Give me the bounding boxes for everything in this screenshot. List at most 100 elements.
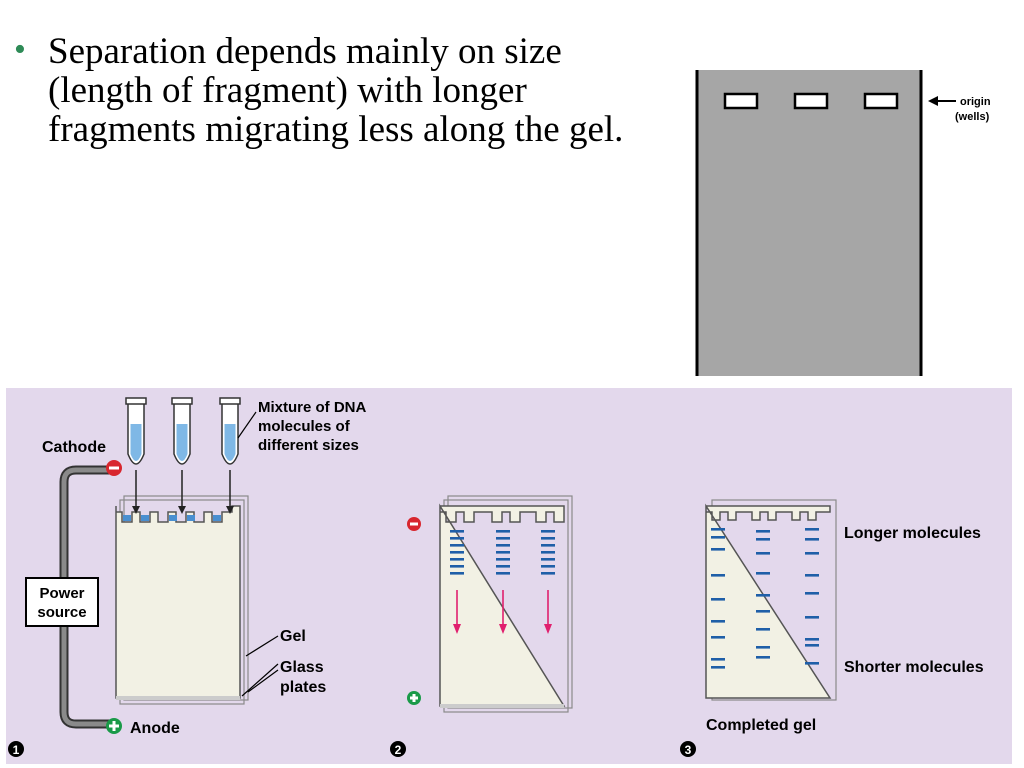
longer-molecules-label: Longer molecules bbox=[844, 525, 981, 542]
dna-band bbox=[496, 558, 510, 561]
completed-gel-label: Completed gel bbox=[706, 717, 816, 734]
dna-band bbox=[541, 565, 555, 568]
dna-band bbox=[711, 620, 725, 623]
glass-label-2: plates bbox=[280, 679, 326, 696]
arrow-left-icon bbox=[928, 96, 956, 106]
cathode-label: Cathode bbox=[42, 439, 106, 456]
anode-label: Anode bbox=[130, 720, 180, 737]
dna-band bbox=[805, 644, 819, 647]
glass-label-1: Glass bbox=[280, 659, 324, 676]
step-3: Longer molecules Shorter molecules Compl… bbox=[680, 499, 984, 757]
dna-band bbox=[496, 565, 510, 568]
glass-leader-2 bbox=[247, 669, 279, 693]
dna-band bbox=[756, 628, 770, 631]
dna-band bbox=[711, 598, 725, 601]
origin-label: origin bbox=[960, 96, 991, 108]
dna-band bbox=[541, 551, 555, 554]
test-tube-icon bbox=[219, 397, 241, 514]
dna-band bbox=[496, 551, 510, 554]
band-group bbox=[450, 530, 555, 575]
dna-band bbox=[805, 574, 819, 577]
arrow-down-icon bbox=[453, 624, 461, 634]
wells-label: (wells) bbox=[955, 111, 990, 123]
dna-band bbox=[756, 538, 770, 541]
step-1-number: 1 bbox=[13, 743, 20, 757]
dna-band bbox=[805, 552, 819, 555]
bullet-icon: • bbox=[14, 31, 26, 68]
dna-band bbox=[711, 666, 725, 669]
dna-band bbox=[805, 638, 819, 641]
well-dna-2a bbox=[169, 515, 177, 521]
gel-body bbox=[705, 503, 832, 699]
dna-band bbox=[711, 548, 725, 551]
dna-band bbox=[496, 572, 510, 575]
migration-arrows bbox=[453, 590, 552, 634]
bullet-text: Separation depends mainly on size (lengt… bbox=[48, 31, 624, 150]
step-number-icon bbox=[390, 741, 406, 757]
mixture-label-3: different sizes bbox=[258, 437, 359, 454]
well-dna-1a bbox=[123, 515, 131, 521]
gel-photo: origin (wells) bbox=[695, 70, 991, 376]
dna-band bbox=[450, 537, 464, 540]
power-source-label-1: Power bbox=[39, 585, 84, 602]
gel-leader bbox=[245, 635, 279, 657]
dna-band bbox=[756, 530, 770, 533]
test-tube-icon bbox=[125, 397, 147, 514]
dna-band bbox=[711, 528, 725, 531]
step-3-number: 3 bbox=[685, 743, 692, 757]
step-2: 2 bbox=[390, 495, 573, 757]
dna-band bbox=[541, 537, 555, 540]
photo-well-3 bbox=[863, 92, 899, 110]
well-dna-2b bbox=[187, 515, 195, 521]
step-1: Power source Cathode Anode bbox=[8, 397, 367, 757]
dna-band bbox=[805, 616, 819, 619]
step-2-number: 2 bbox=[395, 743, 402, 757]
shorter-molecules-label: Shorter molecules bbox=[844, 659, 984, 676]
arrow-down-icon bbox=[544, 624, 552, 634]
test-tube-icon bbox=[171, 397, 193, 514]
step-number-icon bbox=[680, 741, 696, 757]
dna-band bbox=[711, 636, 725, 639]
dna-band bbox=[711, 658, 725, 661]
mixture-label-2: molecules of bbox=[258, 418, 351, 435]
mixture-leader bbox=[237, 411, 257, 439]
gel-photo-body bbox=[697, 70, 921, 376]
well-dna-1b bbox=[141, 515, 149, 521]
step-number-icon bbox=[8, 741, 24, 757]
photo-well-1 bbox=[723, 92, 759, 110]
dna-band bbox=[756, 552, 770, 555]
glass-leader-1 bbox=[241, 663, 279, 697]
dna-band bbox=[805, 662, 819, 665]
dna-band bbox=[805, 528, 819, 531]
dna-band bbox=[496, 530, 510, 533]
dna-band bbox=[541, 544, 555, 547]
dna-band bbox=[756, 572, 770, 575]
electrophoresis-diagram: Power source Cathode Anode bbox=[6, 388, 1012, 764]
dna-band bbox=[496, 537, 510, 540]
dna-band bbox=[756, 646, 770, 649]
dna-band bbox=[450, 530, 464, 533]
dna-band bbox=[756, 656, 770, 659]
dna-band bbox=[756, 610, 770, 613]
power-source-box bbox=[25, 577, 99, 627]
gel-body bbox=[115, 505, 241, 699]
gel-label: Gel bbox=[280, 628, 306, 645]
dna-band bbox=[805, 592, 819, 595]
power-source-label-2: source bbox=[37, 604, 86, 621]
arrow-down-icon bbox=[499, 624, 507, 634]
dna-band bbox=[756, 594, 770, 597]
dna-band bbox=[711, 574, 725, 577]
mixture-label-1: Mixture of DNA bbox=[258, 399, 367, 416]
dna-band bbox=[541, 558, 555, 561]
photo-well-2 bbox=[793, 92, 829, 110]
dna-band bbox=[450, 565, 464, 568]
dna-band bbox=[541, 572, 555, 575]
dna-band bbox=[496, 544, 510, 547]
band-group bbox=[711, 528, 819, 669]
dna-band bbox=[450, 572, 464, 575]
dna-band bbox=[805, 538, 819, 541]
dna-band bbox=[541, 530, 555, 533]
dna-band bbox=[450, 558, 464, 561]
dna-band bbox=[711, 536, 725, 539]
dna-band bbox=[450, 551, 464, 554]
